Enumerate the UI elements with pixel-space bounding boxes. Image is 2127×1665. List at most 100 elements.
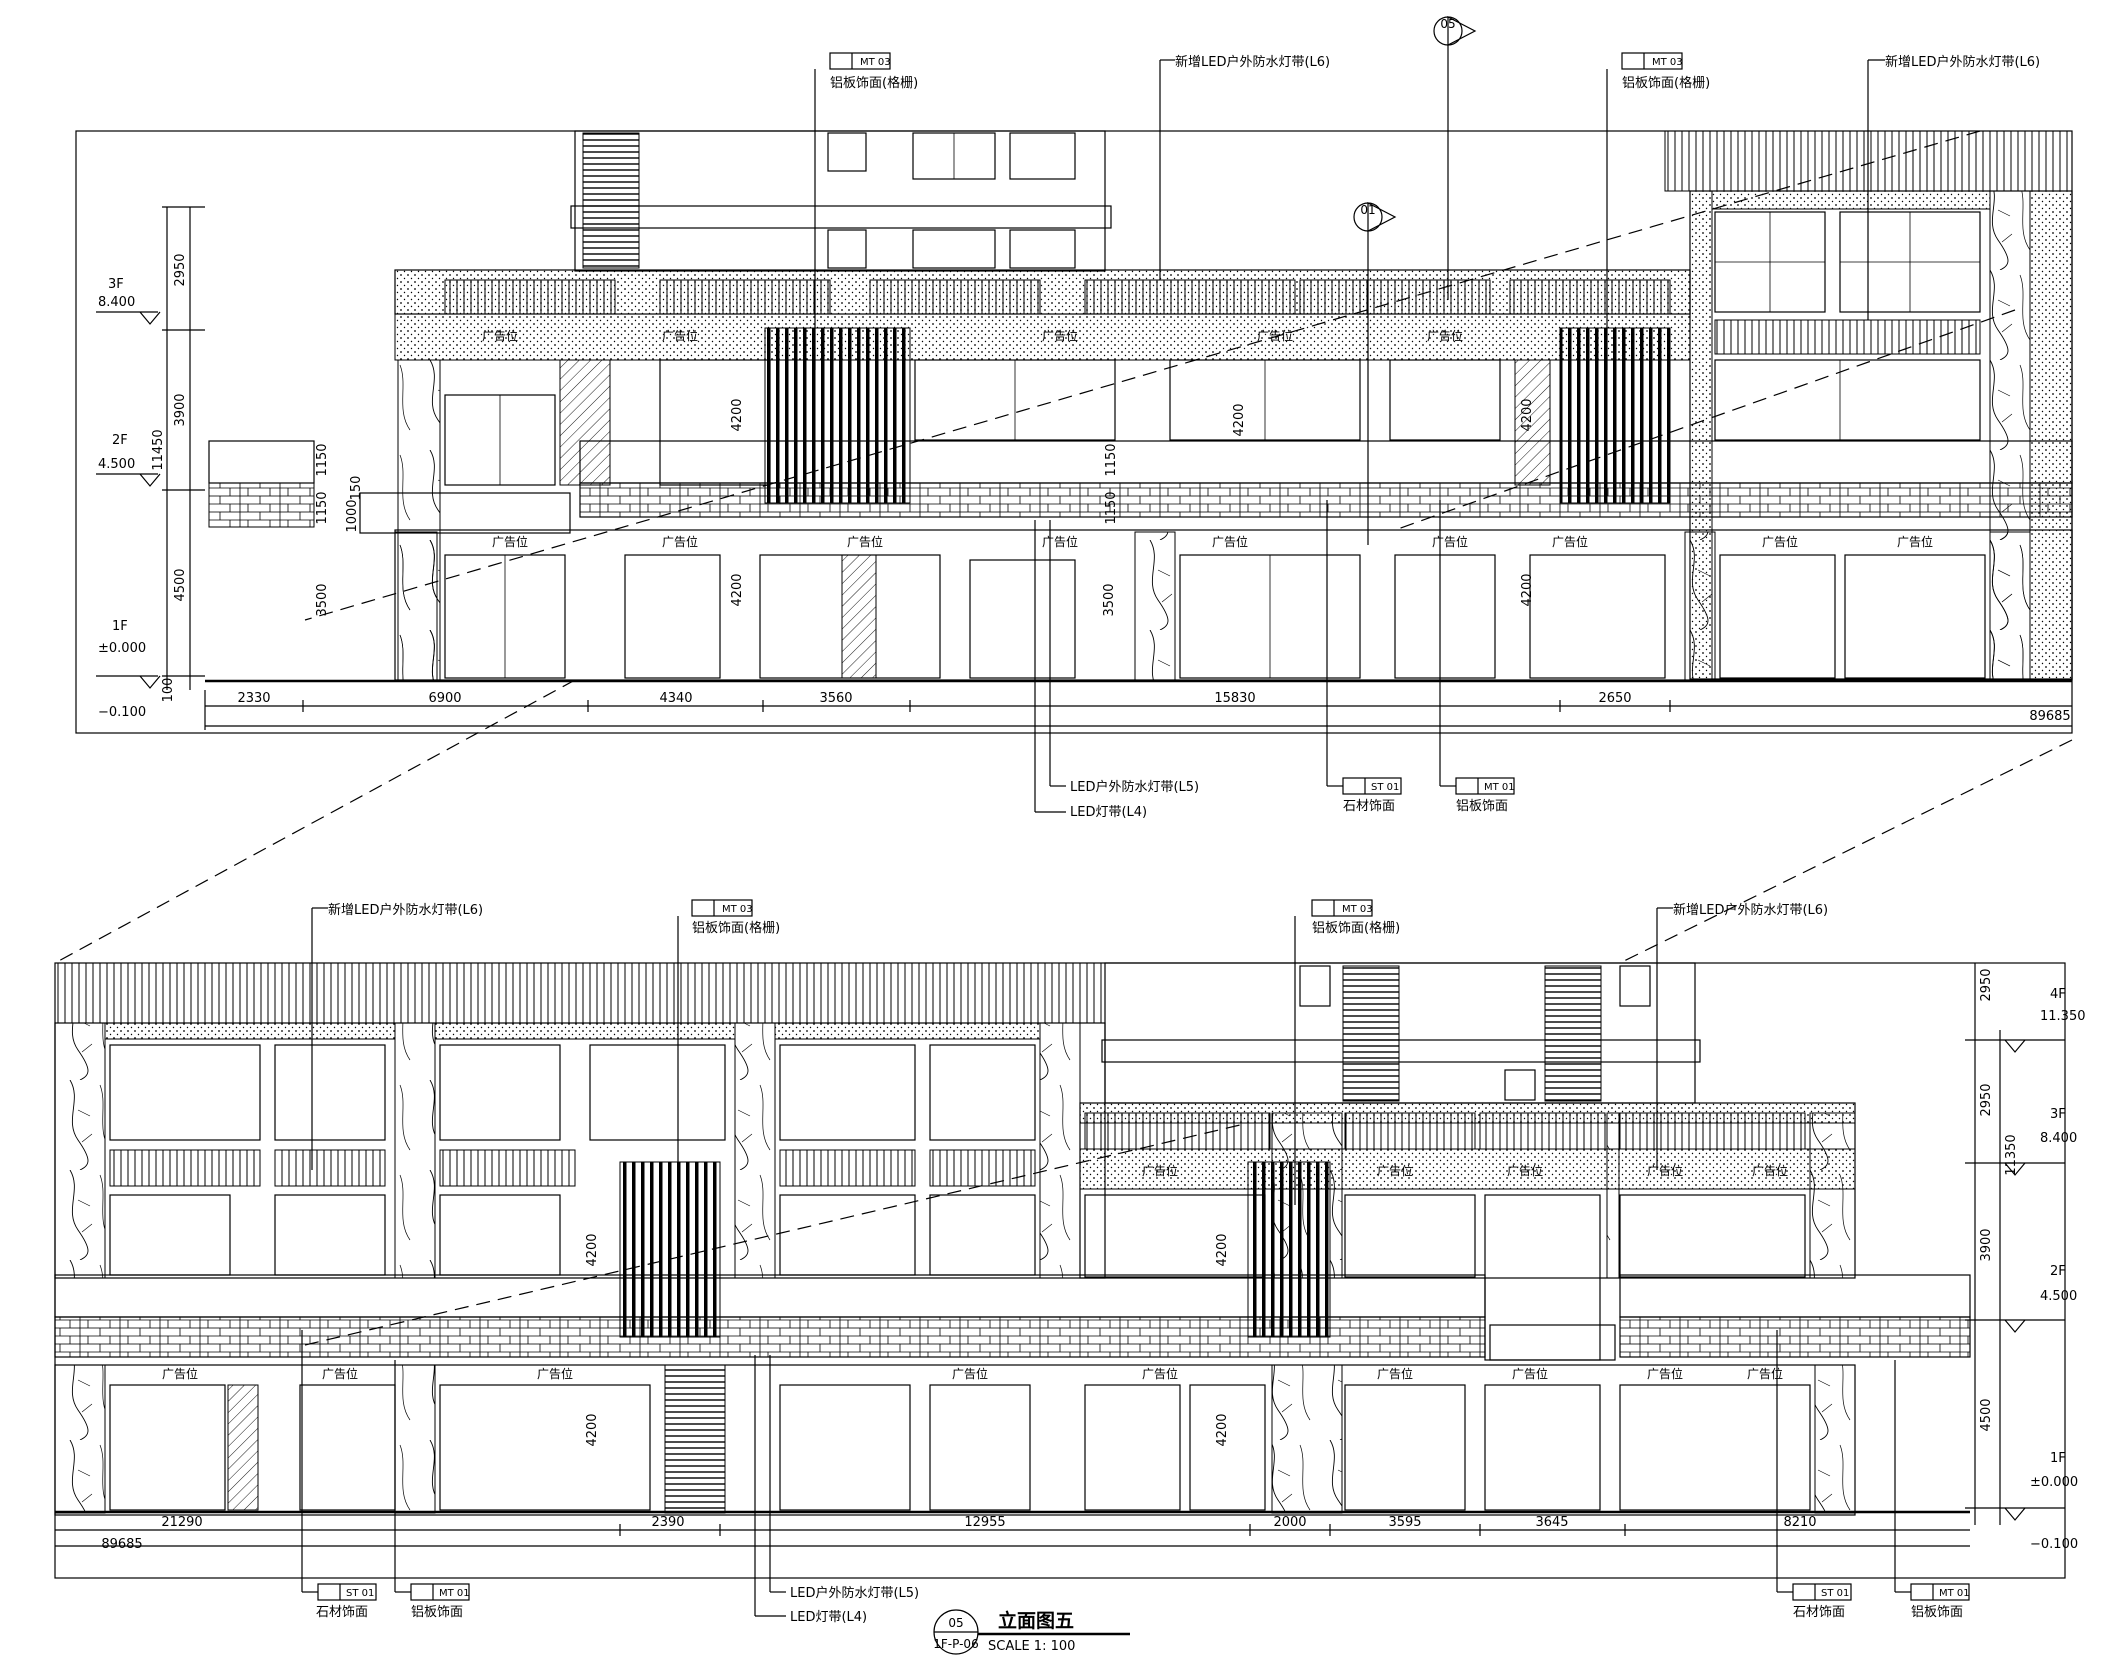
dim-text: 2950 — [1979, 1083, 1994, 1116]
dim-text: 3500 — [315, 583, 330, 616]
dim-text: 1150 — [1104, 443, 1119, 476]
lower-level-markers: 4F 11.350 3F 8.400 2F 4.500 1F ±0.000 −0… — [1965, 963, 2086, 1552]
advert-label: 广告位 — [1142, 1366, 1178, 1381]
dim-text: 2330 — [237, 691, 270, 706]
dim-total: 89685 — [101, 1537, 142, 1552]
dim-text: 3900 — [173, 393, 188, 426]
lighting-label: LED户外防水灯带(L5) — [790, 1585, 919, 1601]
material-code: ST 01 — [1371, 782, 1399, 793]
dim-text: 1150 — [1104, 491, 1119, 524]
dim-text: 100 — [161, 678, 176, 703]
level-name: 3F — [108, 277, 124, 292]
advert-label: 广告位 — [1042, 328, 1078, 343]
drawing-sheet: 1F-P-06 — [933, 1637, 978, 1651]
material-label: 石材饰面 — [1343, 799, 1395, 814]
advert-label: 广告位 — [1552, 534, 1588, 549]
upper-section-markers: 05 01 — [1353, 16, 1477, 545]
dim-text: 4500 — [173, 568, 188, 601]
lighting-label: 新增LED户外防水灯带(L6) — [1885, 54, 2040, 70]
advert-label: 广告位 — [492, 534, 528, 549]
dim-text: 2650 — [1598, 691, 1631, 706]
dim-text: 2390 — [651, 1515, 684, 1530]
dim-text: 3560 — [819, 691, 852, 706]
dim-text: 6900 — [428, 691, 461, 706]
marker-label: 05 — [1440, 17, 1455, 31]
level-name: 4F — [2050, 987, 2066, 1002]
lighting-label: LED灯带(L4) — [790, 1610, 867, 1625]
level-name: 3F — [2050, 1107, 2066, 1122]
upper-bottom-dimensions: 2330 6900 4340 3560 15830 2650 89685 — [204, 690, 2072, 730]
dim-text: 3500 — [1102, 583, 1117, 616]
level-elevation: 8.400 — [2040, 1131, 2077, 1146]
dim-text: 3645 — [1535, 1515, 1568, 1530]
lower-advert-labels: 广告位 广告位 广告位 广告位 广告位 广告位 广告位 广告位 广告位 广告位 … — [162, 1163, 1788, 1381]
material-label: 铝板饰面 — [411, 1605, 463, 1620]
dim-text: 21290 — [161, 1515, 202, 1530]
advert-label: 广告位 — [162, 1366, 198, 1381]
lower-bottom-dimensions: 21290 2390 12955 2000 3595 3645 8210 896… — [55, 1515, 1970, 1552]
level-elevation: ±0.000 — [2030, 1475, 2078, 1490]
upper-level-markers: 3F 8.400 2F 4.500 1F ±0.000 −0.100 — [96, 277, 161, 720]
lower-top-callouts: 新增LED户外防水灯带(L6) MT 03 铝板饰面(格栅) MT 03 铝板饰… — [311, 899, 1828, 1205]
advert-label: 广告位 — [1512, 1366, 1548, 1381]
dim-text: 11350 — [2004, 1134, 2019, 1175]
dim-text: 4200 — [1215, 1413, 1230, 1446]
lighting-label: 新增LED户外防水灯带(L6) — [1175, 54, 1330, 70]
lighting-label: 新增LED户外防水灯带(L6) — [328, 902, 483, 918]
material-code: MT 03 — [722, 904, 753, 915]
advert-label: 广告位 — [1427, 328, 1463, 343]
drawing-title-block: 05 1F-P-06 立面图五 SCALE 1: 100 — [933, 1609, 1130, 1655]
advert-label: 广告位 — [1897, 534, 1933, 549]
material-label: 石材饰面 — [1793, 1605, 1845, 1620]
lower-left-building — [54, 962, 1106, 1279]
advert-label: 广告位 — [322, 1366, 358, 1381]
material-label: 铝板饰面(格栅) — [1312, 920, 1400, 936]
lighting-label: LED灯带(L4) — [1070, 805, 1147, 820]
upper-vertical-dimensions: 2950 3900 11450 4500 100 1150 1150 150 1… — [151, 206, 1535, 703]
dim-text: 1150 — [315, 443, 330, 476]
advert-label: 广告位 — [847, 534, 883, 549]
material-code: MT 01 — [1484, 782, 1515, 793]
lower-minor-dimensions: 4200 4200 4200 4200 — [585, 1233, 1230, 1446]
advert-label: 广告位 — [662, 328, 698, 343]
level-elevation: 8.400 — [98, 295, 135, 310]
dim-text: 4200 — [730, 573, 745, 606]
advert-label: 广告位 — [1042, 534, 1078, 549]
level-elevation: 11.350 — [2040, 1009, 2086, 1024]
advert-label: 广告位 — [482, 328, 518, 343]
dim-text: 1000 — [345, 499, 360, 532]
dim-total: 89685 — [2029, 709, 2070, 724]
drawing-number: 05 — [948, 1616, 963, 1630]
level-name: 1F — [112, 619, 128, 634]
level-elevation: 4.500 — [98, 457, 135, 472]
level-name: 2F — [112, 433, 128, 448]
dim-text: 15830 — [1214, 691, 1255, 706]
material-code: MT 03 — [1652, 57, 1683, 68]
dim-text: 150 — [349, 476, 364, 501]
lower-ground-floor — [54, 1364, 1970, 1516]
advert-label: 广告位 — [1212, 534, 1248, 549]
advert-label: 广告位 — [662, 534, 698, 549]
advert-label: 广告位 — [1647, 1366, 1683, 1381]
dim-text: 12955 — [964, 1515, 1005, 1530]
lower-balustrade — [54, 1274, 1971, 1361]
material-code: MT 01 — [439, 1588, 470, 1599]
material-label: 石材饰面 — [316, 1605, 368, 1620]
dim-text: 2000 — [1273, 1515, 1306, 1530]
advert-label: 广告位 — [537, 1366, 573, 1381]
lower-elevation: 广告位 广告位 广告位 广告位 广告位 广告位 广告位 广告位 广告位 广告位 … — [54, 899, 2086, 1625]
level-elevation: ±0.000 — [98, 641, 146, 656]
lower-bottom-callouts: ST 01 石材饰面 MT 01 铝板饰面 LED户外防水灯带(L5) LED灯… — [301, 1330, 1970, 1625]
material-label: 铝板饰面(格栅) — [1622, 75, 1710, 91]
upper-elevation: 广告位 广告位 广告位 广告位 广告位 广告位 广告位 广告位 广告位 广告位 … — [75, 16, 2073, 820]
upper-bottom-callouts: LED户外防水灯带(L5) LED灯带(L4) ST 01 石材饰面 MT 01… — [1034, 500, 1515, 820]
material-code: MT 01 — [1939, 1588, 1970, 1599]
dim-text: 4200 — [585, 1233, 600, 1266]
dim-text: 4200 — [1520, 398, 1535, 431]
dim-text: 4200 — [585, 1413, 600, 1446]
level-name: 1F — [2050, 1451, 2066, 1466]
lighting-label: LED户外防水灯带(L5) — [1070, 779, 1199, 795]
dim-text: 4200 — [1215, 1233, 1230, 1266]
material-label: 铝板饰面 — [1911, 1605, 1963, 1620]
